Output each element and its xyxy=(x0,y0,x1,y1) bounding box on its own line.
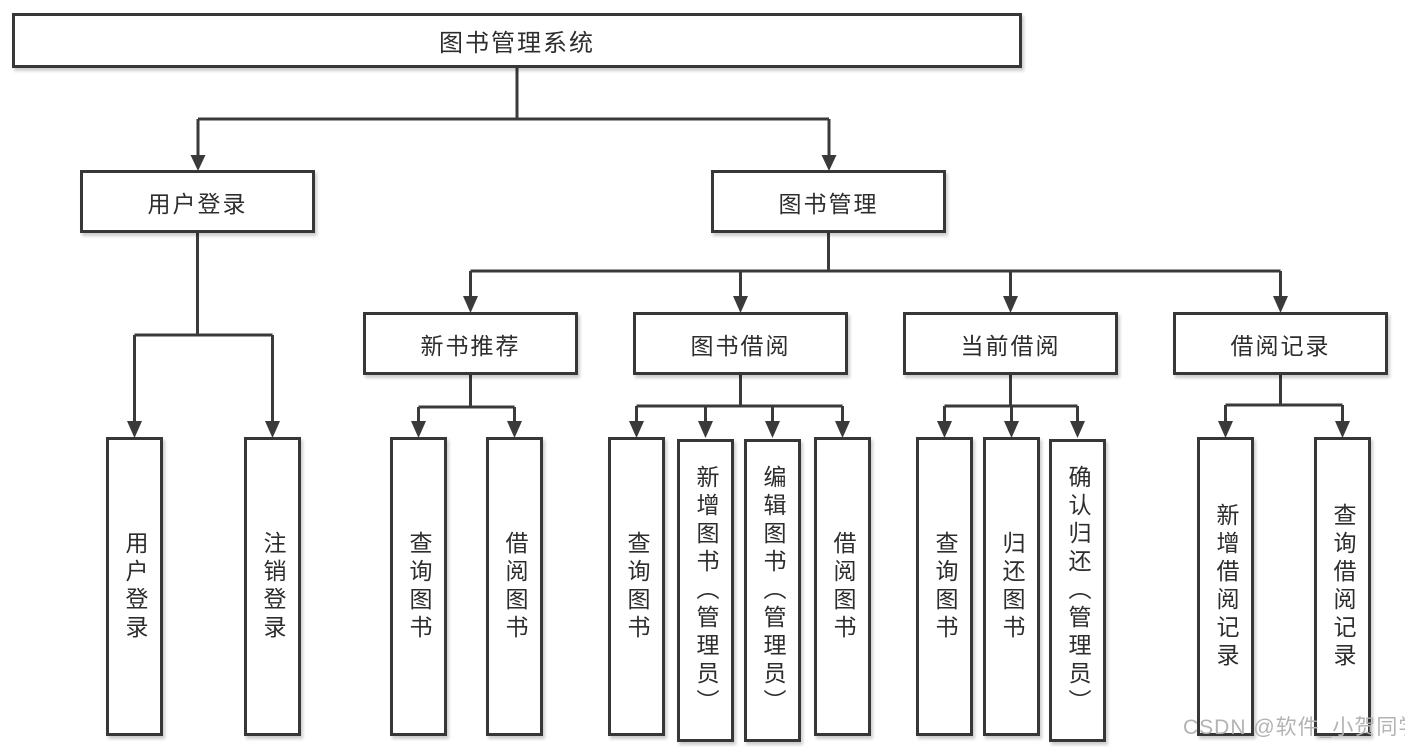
node-current-borrow: 当前借阅 xyxy=(903,312,1118,375)
leaf-borrow-books: 借阅图书 xyxy=(814,437,871,736)
connector-book-mgmt xyxy=(470,233,1281,273)
arrowhead xyxy=(1273,296,1288,313)
arrowhead xyxy=(411,421,426,438)
connector-user-login xyxy=(134,233,273,337)
leaf-confirm-return-admin: 确认归还（管理员） xyxy=(1049,439,1106,742)
arrowhead xyxy=(835,421,850,438)
leaf-query-books: 查询图书 xyxy=(390,437,447,736)
arrowhead xyxy=(463,296,478,313)
leaf-logout: 注销登录 xyxy=(244,437,301,736)
csdn-watermark: CSDN @软件_小贺同学 xyxy=(1183,716,1405,739)
arrowhead xyxy=(127,421,142,438)
arrowhead xyxy=(821,155,837,171)
node-new-book-recommend: 新书推荐 xyxy=(363,312,578,375)
connector-root xyxy=(198,68,829,121)
node-book-management: 图书管理 xyxy=(711,170,946,233)
arrowhead xyxy=(1335,421,1350,438)
leaf-return-books: 归还图书 xyxy=(983,437,1040,736)
connector-book-borrow xyxy=(636,375,843,408)
arrowhead xyxy=(937,421,952,438)
node-user-login: 用户登录 xyxy=(80,170,315,233)
arrowhead xyxy=(1070,421,1085,438)
leaf-query-books: 查询图书 xyxy=(608,437,665,736)
leaf-borrow-books: 借阅图书 xyxy=(486,437,543,736)
arrowhead xyxy=(1003,296,1018,313)
connector-borrow-records xyxy=(1225,375,1343,407)
leaf-edit-books-admin: 编辑图书（管理员） xyxy=(744,439,801,742)
arrowhead xyxy=(1218,421,1233,438)
arrowhead xyxy=(765,421,780,438)
arrowhead xyxy=(190,155,206,171)
leaf-add-borrow-record: 新增借阅记录 xyxy=(1197,437,1254,736)
node-book-borrow: 图书借阅 xyxy=(633,312,848,375)
arrowhead xyxy=(265,421,280,438)
node-root-library-system: 图书管理系统 xyxy=(12,13,1022,68)
leaf-query-borrow-record: 查询借阅记录 xyxy=(1314,437,1371,736)
arrowhead xyxy=(629,421,644,438)
node-borrow-records: 借阅记录 xyxy=(1173,312,1388,375)
connector-new-book xyxy=(418,375,515,409)
arrowhead xyxy=(1004,421,1019,438)
leaf-user-login: 用户登录 xyxy=(106,437,163,736)
arrowhead xyxy=(507,421,522,438)
leaf-add-books-admin: 新增图书（管理员） xyxy=(677,439,734,742)
arrowhead xyxy=(698,421,713,438)
connector-current-borrow xyxy=(944,375,1078,408)
arrowhead xyxy=(733,296,748,313)
leaf-query-books: 查询图书 xyxy=(916,437,973,736)
